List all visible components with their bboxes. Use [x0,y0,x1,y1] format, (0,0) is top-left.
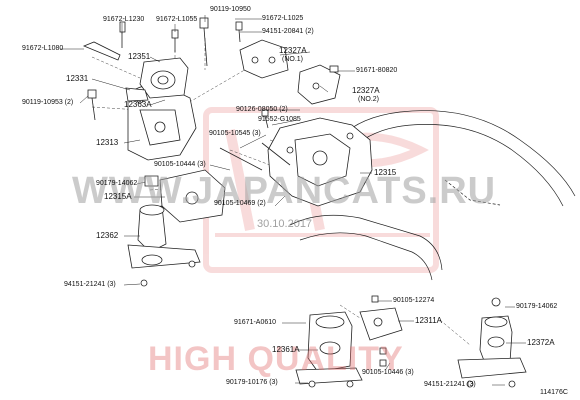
part-label: 12351 [128,52,151,61]
part-label: 91671-A0610 [234,319,277,326]
part-label: 12327A [279,46,307,55]
part-label: 91552-G1085 [258,116,301,123]
mount-12362 [127,169,226,287]
part-label: 94151-21241 (3) [424,381,476,388]
part-label: 12363A [124,100,152,109]
part-label: 12311A [415,316,442,325]
part-label: 12361A [272,345,300,354]
leader-lines [60,15,526,386]
part-label: 90179-10176 (3) [226,379,278,386]
part-label: 90119-10953 (2) [22,99,74,106]
part-label: 91672-L1230 [103,16,145,23]
mount-12372a [457,297,527,388]
part-label: 90126-08050 (2) [236,106,288,113]
part-label: 12372A [527,338,555,347]
watermark-main: WWW.JAPANCATS.RU [72,170,497,212]
part-label: (NO.2) [358,96,379,103]
part-label: 12327A [352,86,380,95]
insulator-12351 [125,57,189,102]
part-label: 12315 [374,168,397,177]
engine-outline [289,110,576,281]
part-label: 12313 [96,138,119,147]
part-label: 90119-10950 [210,6,251,13]
bracket-12327a [235,21,341,105]
diagram-code: 114176C [540,389,568,396]
part-label: 90105-12274 [393,297,435,304]
mount-12361a [295,295,403,388]
part-label: 12362 [96,231,119,240]
part-label: 90105-10469 (2) [214,200,266,207]
part-label: 12331 [66,74,89,83]
part-label: 94151-20841 (2) [262,28,314,35]
part-label: 90105-10446 (3) [362,369,414,376]
part-label: 90179-14062 [516,303,558,310]
part-label: 94151-21241 (3) [64,281,116,288]
part-label: 91672-L1055 [156,16,198,23]
bracket-12313 [127,84,197,161]
part-label: 91671-80820 [356,67,398,74]
watermark-bottom: HIGH QUALITY [148,340,404,378]
bolts-top [82,17,209,121]
part-label: 91672-L1080 [22,45,64,52]
part-label: (NO.1) [282,56,303,63]
part-label: 91672-L1025 [262,15,304,22]
watermark-date: 30.10.2017 [257,218,313,230]
bracket-12315 [219,109,373,207]
part-label: 90179-14062 [96,180,138,187]
part-label: 12315A [104,192,132,201]
part-label: 90105-10444 (3) [154,161,206,168]
part-label: 90105-10545 (3) [209,130,261,137]
